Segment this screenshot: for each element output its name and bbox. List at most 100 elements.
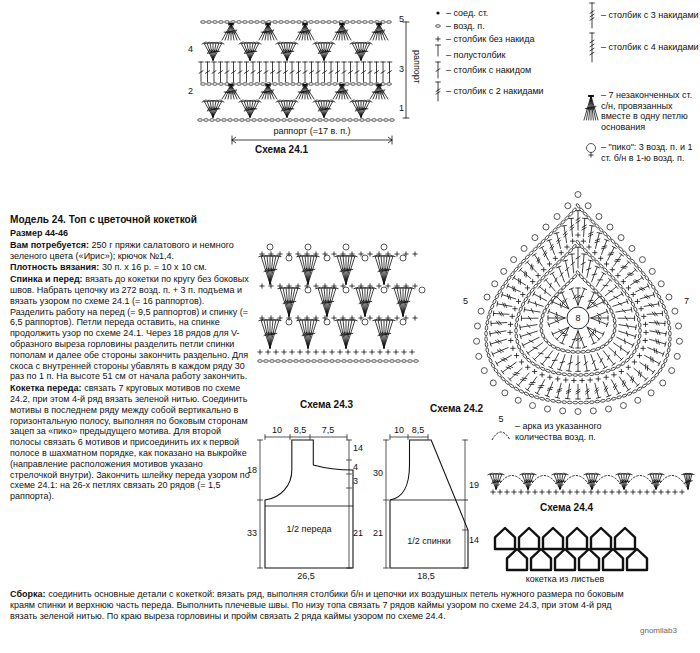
stitch-stem — [552, 273, 560, 286]
stitch-stem — [496, 474, 502, 489]
yarn-over-tick — [647, 366, 648, 371]
chain-symbol — [282, 360, 287, 363]
single-crochet-symbol — [572, 239, 573, 243]
picot-symbol — [532, 235, 538, 241]
stitch-stem — [270, 256, 279, 284]
single-crochet-symbol — [645, 322, 646, 326]
stitch-top — [544, 278, 548, 281]
yarn-over-tick — [528, 316, 531, 320]
stitch-top — [244, 62, 249, 63]
stitch-top — [277, 319, 281, 320]
chain-symbol — [342, 119, 347, 122]
chain-symbol — [243, 21, 248, 24]
chain-symbol — [497, 289, 502, 294]
single-crochet-symbol — [512, 346, 513, 350]
chain-symbol — [594, 223, 599, 228]
stitch-top — [528, 299, 529, 303]
stitch-stem — [250, 43, 259, 60]
chain-symbol — [216, 119, 221, 122]
yarn-over-tick — [564, 299, 567, 303]
chain-symbol — [372, 119, 377, 122]
single-crochet-symbol — [300, 350, 301, 354]
yarn-over-tick — [576, 256, 580, 259]
dimension-line — [465, 440, 466, 568]
stitch-stem — [213, 101, 222, 117]
yarn-over-tick — [658, 330, 660, 334]
stitch-stem — [572, 254, 574, 273]
yarn-over-tick — [609, 252, 614, 253]
stitch-top — [535, 392, 539, 394]
yarn-over-tick — [386, 333, 391, 334]
single-crochet-symbol — [549, 262, 550, 266]
chain-symbol — [351, 21, 356, 24]
stitch-top — [316, 62, 321, 63]
chain-symbol — [526, 292, 531, 297]
stitch-top — [607, 395, 611, 397]
yarn-over-tick — [308, 30, 310, 34]
chain-symbol — [614, 279, 619, 284]
stitch-stem — [578, 289, 585, 305]
stitch-stem — [640, 362, 654, 372]
yarn-over-tick — [548, 387, 553, 389]
chain-symbol — [288, 119, 293, 122]
picot-symbol — [607, 224, 613, 230]
stitch-stem — [529, 301, 543, 306]
chain-symbol — [324, 360, 329, 363]
stitch-top — [264, 62, 269, 63]
stitch-top — [665, 342, 666, 346]
single-crochet-symbol — [542, 373, 543, 377]
chain-symbol — [642, 383, 647, 388]
stitch-top — [560, 342, 564, 344]
stitch-stem — [324, 43, 333, 60]
stitch-stem — [631, 278, 643, 285]
yarn-over-tick — [529, 384, 534, 385]
stitch-top — [615, 285, 618, 289]
stitch-top — [377, 24, 382, 25]
single-crochet-symbol — [565, 378, 566, 382]
chain-symbol — [363, 83, 368, 86]
single-crochet-symbol — [334, 316, 335, 320]
stitch-stem — [259, 85, 268, 99]
stitch-stem — [554, 474, 560, 489]
chain-symbol — [545, 369, 550, 373]
picot-symbol — [660, 380, 666, 386]
stitch-top — [585, 370, 590, 372]
single-crochet-symbol — [605, 490, 606, 494]
single-crochet-symbol — [542, 490, 543, 494]
yarn-over-tick — [589, 232, 593, 234]
stitch-stem — [523, 337, 539, 345]
chain-symbol — [291, 21, 296, 24]
stitch-top — [582, 346, 586, 348]
stitch-stem — [308, 256, 317, 284]
stitch-stem — [596, 273, 604, 286]
yarn-over-tick — [382, 30, 384, 34]
stitch-top — [501, 370, 504, 374]
single-crochet-symbol — [675, 490, 676, 494]
single-crochet-symbol — [307, 252, 308, 256]
stitch-top — [636, 384, 639, 387]
single-crochet-symbol — [316, 316, 317, 320]
single-crochet-symbol — [271, 316, 272, 320]
stitch-top — [595, 266, 599, 268]
stitch-stem — [587, 327, 594, 343]
chain-symbol — [541, 333, 545, 338]
single-crochet-symbol — [352, 252, 353, 256]
chain-symbol — [309, 83, 314, 86]
stitch-top — [507, 284, 509, 288]
chain-symbol — [297, 21, 302, 24]
chain-symbol — [610, 239, 615, 244]
stitch-stem — [361, 43, 370, 60]
single-crochet-symbol — [343, 252, 344, 256]
chain-symbol — [258, 119, 263, 122]
chain-symbol — [650, 376, 655, 381]
yarn-over-tick — [560, 332, 565, 334]
stitch-top — [608, 316, 609, 321]
chain-symbol — [219, 21, 224, 24]
chain-symbol — [485, 331, 488, 336]
stitch-top — [632, 343, 634, 347]
stitch-top — [596, 473, 600, 475]
stitch-stem — [634, 368, 646, 379]
single-crochet-symbol — [370, 316, 371, 320]
chain-symbol — [607, 271, 612, 276]
dimension-tick — [310, 435, 311, 440]
